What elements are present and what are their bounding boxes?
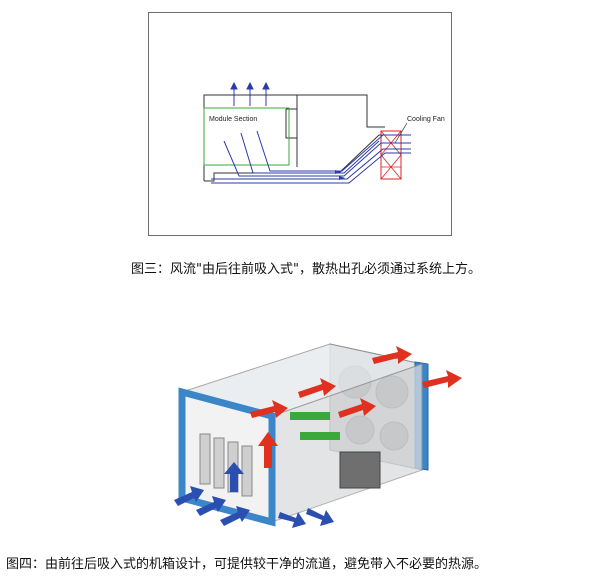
- figure3-caption: 图三：风流"由后往前吸入式"，散热出孔必须通过系统上方。: [131, 262, 481, 277]
- fan-leader-line: [394, 122, 408, 144]
- cooling-fan-label: Cooling Fan: [407, 116, 445, 123]
- chassis-drawing: [174, 343, 462, 528]
- front-blue-frame: [178, 387, 276, 527]
- flow-direction-arrows: [335, 170, 345, 180]
- module-section-box: [203, 107, 290, 166]
- exhaust-arrows: [230, 81, 270, 106]
- figure4-caption: 图四：由前往后吸入式的机箱设计，可提供较干净的流道，避免带入不必要的热源。: [6, 557, 488, 572]
- power-supply: [339, 451, 381, 489]
- figure3-diagram: Module Section Cooling Fan: [148, 12, 452, 236]
- module-section-label: Module Section: [209, 116, 257, 123]
- airflow-lines: [211, 130, 411, 184]
- figure4-illustration: [160, 322, 480, 532]
- intake-arrows: [174, 462, 334, 528]
- hot-air-arrows: [250, 346, 462, 468]
- airflow-schematic: Module Section Cooling Fan: [203, 81, 445, 184]
